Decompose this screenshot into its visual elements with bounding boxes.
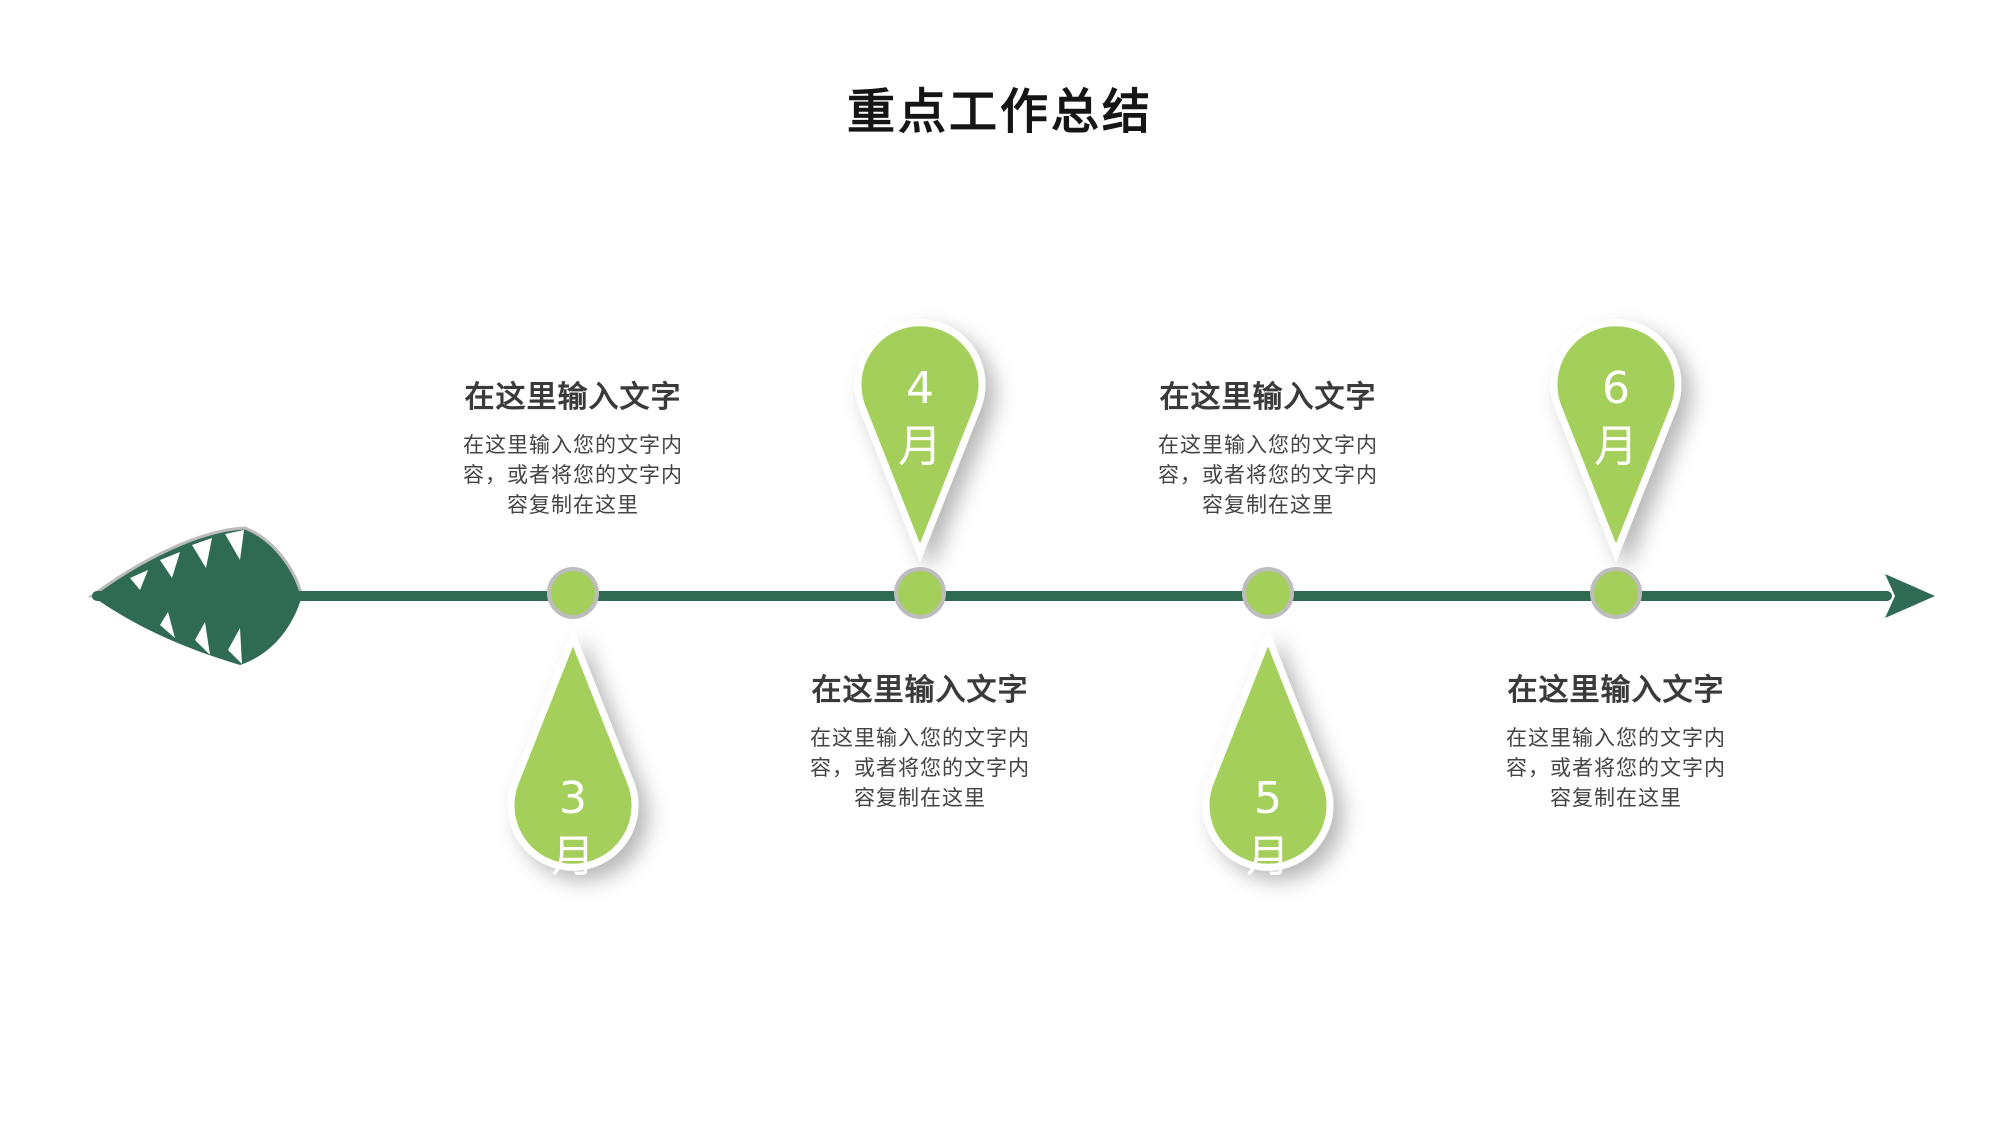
timeline-node-5 <box>1242 567 1294 619</box>
milestone-description: 在这里输入您的文字内容，或者将您的文字内容复制在这里 <box>1158 433 1378 517</box>
timeline-node-6 <box>1590 567 1642 619</box>
milestone-description: 在这里输入您的文字内容，或者将您的文字内容复制在这里 <box>1506 726 1726 810</box>
milestone-heading: 在这里输入文字 <box>811 673 1029 708</box>
drop-marker-5 <box>1202 627 1334 871</box>
milestone-text-3: 在这里输入文字 在这里输入您的文字内容，或者将您的文字内容复制在这里 <box>423 372 723 520</box>
drop-marker-4 <box>854 319 986 563</box>
milestone-description: 在这里输入您的文字内容，或者将您的文字内容复制在这里 <box>810 726 1030 810</box>
leaf-tail-icon <box>87 526 304 665</box>
timeline-line <box>92 591 1892 601</box>
drop-marker-6 <box>1550 319 1682 563</box>
arrowhead-icon <box>1885 574 1935 618</box>
milestone-heading: 在这里输入文字 <box>1159 380 1377 415</box>
milestone-text-6: 在这里输入文字 在这里输入您的文字内容，或者将您的文字内容复制在这里 <box>1466 665 1766 813</box>
drop-marker-3 <box>507 627 639 871</box>
milestone-heading: 在这里输入文字 <box>1507 673 1725 708</box>
timeline-node-3 <box>547 567 599 619</box>
milestone-text-5: 在这里输入文字 在这里输入您的文字内容，或者将您的文字内容复制在这里 <box>1118 372 1418 520</box>
timeline-node-4 <box>894 567 946 619</box>
slide-title: 重点工作总结 <box>846 84 1153 140</box>
milestone-text-4: 在这里输入文字 在这里输入您的文字内容，或者将您的文字内容复制在这里 <box>770 665 1070 813</box>
milestone-description: 在这里输入您的文字内容，或者将您的文字内容复制在这里 <box>463 433 683 517</box>
milestone-heading: 在这里输入文字 <box>464 380 682 415</box>
